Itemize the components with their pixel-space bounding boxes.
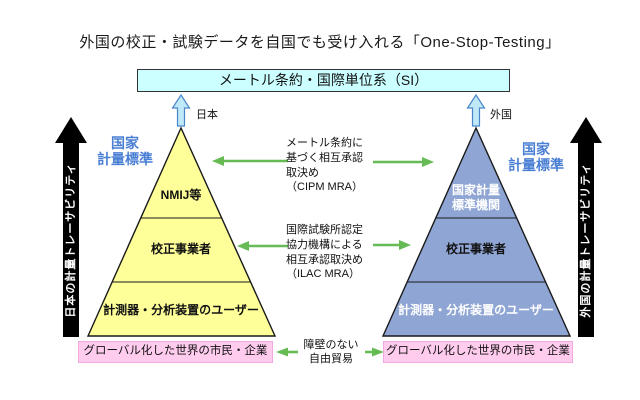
cipm-mra-line3: 取決め <box>286 166 319 179</box>
japan-national-standards-line2: 計量標準 <box>97 151 153 167</box>
si-convention-box: メートル条約・国際単位系（SI） <box>137 69 510 92</box>
japan-national-standards-label: 国家 計量標準 <box>80 135 170 167</box>
trade-arrow-left-head-icon <box>276 347 288 357</box>
foreign-national-standards-line2: 計量標準 <box>508 157 564 173</box>
page-title: 外国の校正・試験データを自国でも受け入れる「One-Stop-Testing」 <box>79 34 561 51</box>
ilac-mra-line3: 相互承認取決め <box>286 253 363 266</box>
ilac-mra-annotation: 国際試験所認定 協力機構による 相互承認取決め （ILAC MRA） <box>286 223 363 282</box>
foreign-national-standards-label: 国家 計量標準 <box>491 141 581 173</box>
ilac-mra-line2: 協力機構による <box>286 238 363 251</box>
trade-arrow-right-head-icon <box>372 347 384 357</box>
japan-pyramid-level3-label: 計測器・分析装置のユーザー <box>103 303 259 317</box>
ilac-mra-line4: （ILAC MRA） <box>286 268 360 281</box>
cipm-mra-line2: 基づく相互承認 <box>286 151 363 164</box>
foreign-connector-label: 外国 <box>490 109 512 121</box>
foreign-connector-arrow-icon <box>466 93 486 127</box>
ilac-arrow-left-head-icon <box>237 241 249 251</box>
foreign-pyramid-level1-line2: 標準機関 <box>451 197 500 212</box>
cipm-mra-annotation: メートル条約に 基づく相互承認 取決め （CIPM MRA） <box>286 136 363 195</box>
japan-pyramid <box>86 126 277 337</box>
foreign-pyramid-level1-label: 国家計量 標準機関 <box>426 183 526 212</box>
ilac-mra-line1: 国際試験所認定 <box>286 224 363 236</box>
free-trade-annotation: 障壁のない 自由貿易 <box>278 338 384 366</box>
japan-traceability-arrow-icon <box>55 117 87 337</box>
japan-citizens-box: グローバル化した世界の市民・企業 <box>78 341 273 363</box>
foreign-pyramid-level1-line1: 国家計量 <box>451 183 500 197</box>
japan-connector-arrow-icon <box>171 93 191 127</box>
free-trade-line1: 障壁のない <box>303 339 359 351</box>
japan-connector-label: 日本 <box>196 109 218 121</box>
cipm-arrow-left-head-icon <box>212 156 224 166</box>
japan-pyramid-level2-label: 校正事業者 <box>150 242 211 256</box>
japan-national-standards-line1: 国家 <box>111 135 139 151</box>
ilac-arrow-right-head-icon <box>399 240 411 250</box>
foreign-national-standards-line1: 国家 <box>522 141 550 157</box>
foreign-pyramid-level3-label: 計測器・分析装置のユーザー <box>398 303 554 317</box>
cipm-mra-line4: （CIPM MRA） <box>286 181 363 194</box>
japan-pyramid-level1-label: NMIJ等 <box>160 188 202 202</box>
cipm-mra-line1: メートル条約に <box>286 137 363 149</box>
free-trade-line2: 自由貿易 <box>309 353 353 365</box>
foreign-traceability-arrow-icon <box>570 117 602 337</box>
foreign-citizens-box: グローバル化した世界の市民・企業 <box>383 341 573 363</box>
foreign-pyramid <box>381 126 572 337</box>
foreign-pyramid-level2-label: 校正事業者 <box>445 242 506 256</box>
cipm-arrow-right-head-icon <box>422 157 434 167</box>
